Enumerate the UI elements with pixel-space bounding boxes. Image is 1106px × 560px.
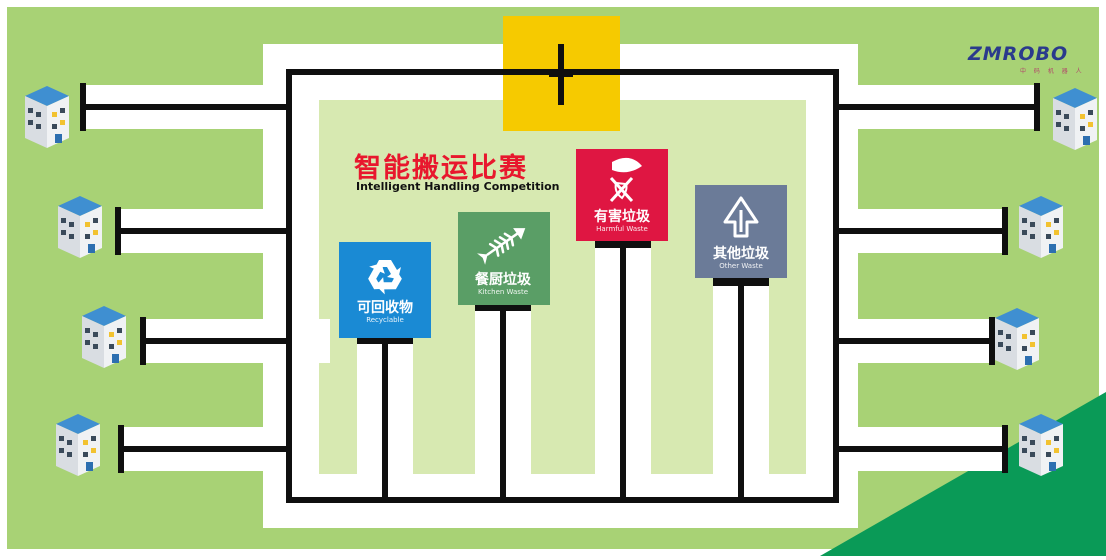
bin-harmful-label-en: Harmful Waste: [596, 225, 648, 233]
fish-bone-icon: [477, 228, 526, 265]
competition-title-en: Intelligent Handling Competition: [356, 180, 560, 193]
bin-other-label-cn: 其他垃圾: [713, 246, 769, 262]
building-icon: [25, 86, 69, 148]
building-icon: [995, 308, 1039, 370]
bin-recyclable-label-en: Recyclable: [366, 316, 404, 324]
bin-recyclable-label-cn: 可回收物: [357, 300, 413, 316]
building-icon: [1053, 88, 1097, 150]
bin-other-label-en: Other Waste: [719, 262, 763, 270]
recycle-icon: [368, 260, 402, 295]
harmful-icon: [609, 157, 642, 203]
bin-sign-recyclable: [339, 242, 431, 338]
other-waste-icon: [723, 196, 759, 238]
building-icon: [58, 196, 102, 258]
brand-logo: ZMROBO: [968, 43, 1069, 65]
building-icon: [56, 414, 100, 476]
building-icon: [1019, 196, 1063, 258]
bin-harmful-label-cn: 有害垃圾: [594, 209, 650, 225]
competition-title-cn: 智能搬运比赛: [354, 153, 528, 184]
building-icon: [1019, 414, 1063, 476]
bin-kitchen-label-cn: 餐厨垃圾: [475, 272, 531, 288]
bin-sign-kitchen: [458, 212, 550, 305]
building-icon: [82, 306, 126, 368]
bin-kitchen-label-en: Kitchen Waste: [478, 288, 528, 296]
brand-tagline: 中 码 机 器 人: [1020, 68, 1085, 75]
